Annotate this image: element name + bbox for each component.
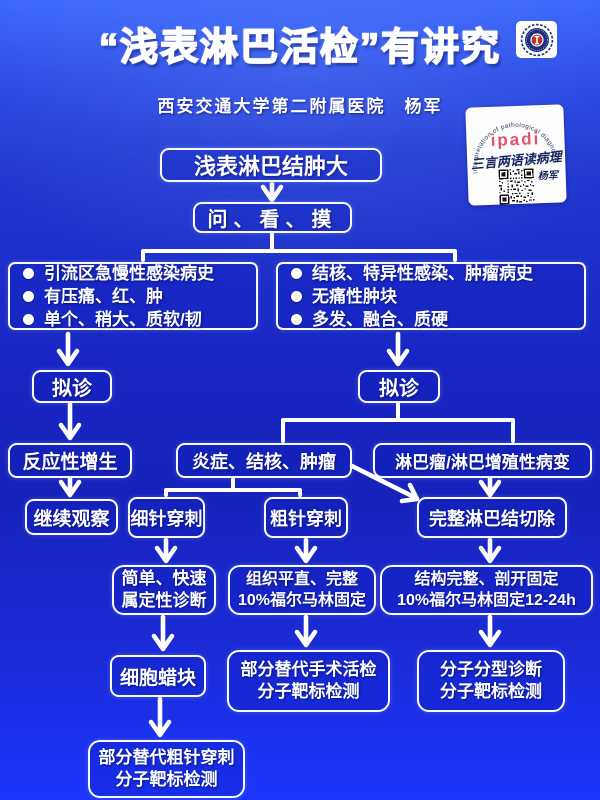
arrow-structure-down — [478, 614, 502, 648]
list-item-label: 引流区急慢性感染病史 — [44, 263, 214, 283]
arrow-left-findings-to-tentative — [56, 331, 80, 367]
node-cell-block: 细胞蜡块 — [110, 655, 206, 697]
node-tentative-diagnosis-right: 拟诊 — [358, 370, 440, 403]
node-continue-observation: 继续观察 — [25, 499, 118, 535]
list-item-label: 多发、融合、质硬 — [312, 309, 448, 329]
bullet-icon — [291, 267, 302, 279]
bullet-icon — [23, 313, 34, 325]
arrow-tentative-to-reactive — [58, 401, 82, 441]
list-item-label: 结核、特异性感染、肿瘤病史 — [312, 263, 533, 283]
node-line: 分子靶标检测 — [257, 682, 360, 701]
node-lymphoma-lymphoproliferative: 淋巴瘤/淋巴增殖性病变 — [373, 443, 592, 478]
node-line: 部分替代手术活检 — [240, 659, 377, 679]
connector-tentative-branches — [281, 402, 515, 443]
node-replace-surgical-biopsy: 部分替代手术活检 分子靶标检测 — [227, 650, 390, 712]
node-line: 部分替代粗针穿刺 — [98, 747, 235, 767]
node-core-needle-biopsy: 粗针穿刺 — [264, 497, 348, 538]
bullet-icon — [23, 290, 34, 302]
list-item: 无痛性肿块 — [291, 286, 578, 307]
list-item-label: 无痛性肿块 — [312, 286, 397, 306]
arrow-top-to-exam — [260, 181, 284, 203]
arrow-cnb-down — [294, 537, 318, 564]
ipadi-card: Interpretation of pathological diagnosis… — [465, 104, 567, 206]
node-reactive-hyperplasia: 反应性增生 — [8, 443, 132, 478]
node-line: 10%福尔马林固定 — [237, 592, 367, 609]
list-item: 引流区急慢性感染病史 — [23, 263, 250, 284]
bullet-icon — [291, 290, 302, 302]
node-tentative-diagnosis-left: 拟诊 — [32, 370, 112, 403]
list-item: 多发、融合、质硬 — [291, 309, 578, 330]
list-item: 单个、稍大、质软/韧 — [23, 309, 250, 330]
arrow-tissue-down — [294, 614, 318, 648]
arrow-inflammation-to-excision — [349, 463, 420, 504]
arrow-simple-to-cellblock — [151, 614, 175, 652]
node-molecular-typing: 分子分型诊断 分子靶标检测 — [417, 650, 565, 712]
node-replace-core-needle: 部分替代粗针穿刺 分子靶标检测 — [88, 740, 245, 798]
node-ask-look-palpate: 问、看、摸 — [193, 202, 352, 233]
arrow-cellblock-down — [148, 696, 172, 738]
node-line: 分子靶标检测 — [115, 770, 218, 789]
author-line: 西安交通大学第二附属医院 杨军 — [157, 97, 443, 116]
qr-code-icon — [498, 168, 535, 205]
arrow-lymphoma-to-excision — [478, 476, 502, 498]
node-fine-needle-aspiration: 细针穿刺 — [128, 497, 205, 538]
node-line: 简单、快速 — [121, 568, 207, 588]
list-item-label: 有压痛、红、肿 — [44, 286, 163, 306]
arrow-right-findings-to-tentative — [386, 331, 410, 367]
node-benign-findings-list: 引流区急慢性感染病史 有压痛、红、肿 单个、稍大、质软/韧 — [8, 262, 258, 330]
node-excision-fixation: 结构完整、剖开固定 10%福尔马林固定12-24h — [380, 565, 593, 615]
node-complete-lymph-node-excision: 完整淋巴结切除 — [417, 497, 567, 538]
arrow-reactive-to-observe — [58, 476, 82, 498]
node-line: 组织平直、完整 — [245, 570, 358, 588]
list-item: 有压痛、红、肿 — [23, 286, 250, 307]
node-malignant-findings-list: 结核、特异性感染、肿瘤病史 无痛性肿块 多发、融合、质硬 — [276, 262, 586, 330]
hospital-seal-icon — [520, 23, 553, 56]
node-line: 属定性诊断 — [121, 591, 207, 610]
bullet-icon — [23, 267, 34, 279]
node-line: 10%福尔马林固定12-24h — [397, 592, 576, 609]
bullet-icon — [291, 313, 302, 325]
connector-inflammation-branches — [164, 477, 302, 497]
node-line: 结构完整、剖开固定 — [414, 570, 559, 588]
card-signature: 杨军 — [537, 170, 558, 183]
card-arc-text: Interpretation of pathological diagnosis — [470, 120, 560, 174]
hospital-seal-badge — [516, 21, 557, 58]
node-fna-qualitative: 简单、快速 属定性诊断 — [112, 565, 216, 615]
list-item: 结核、特异性感染、肿瘤病史 — [291, 263, 578, 284]
node-inflammation-tb-tumor: 炎症、结核、肿瘤 — [176, 443, 352, 478]
node-cnb-fixation: 组织平直、完整 10%福尔马林固定 — [228, 565, 376, 615]
arrow-fna-down — [154, 537, 178, 564]
node-superficial-lymphadenopathy: 浅表淋巴结肿大 — [160, 148, 382, 182]
list-item-label: 单个、稍大、质软/韧 — [44, 309, 202, 329]
connector-exam-to-findings — [141, 232, 457, 262]
arrow-excision-down — [478, 537, 502, 564]
page-title: “浅表淋巴活检”有讲究 — [98, 26, 501, 70]
node-line: 分子分型诊断 — [440, 659, 542, 679]
node-line: 分子靶标检测 — [440, 682, 542, 701]
